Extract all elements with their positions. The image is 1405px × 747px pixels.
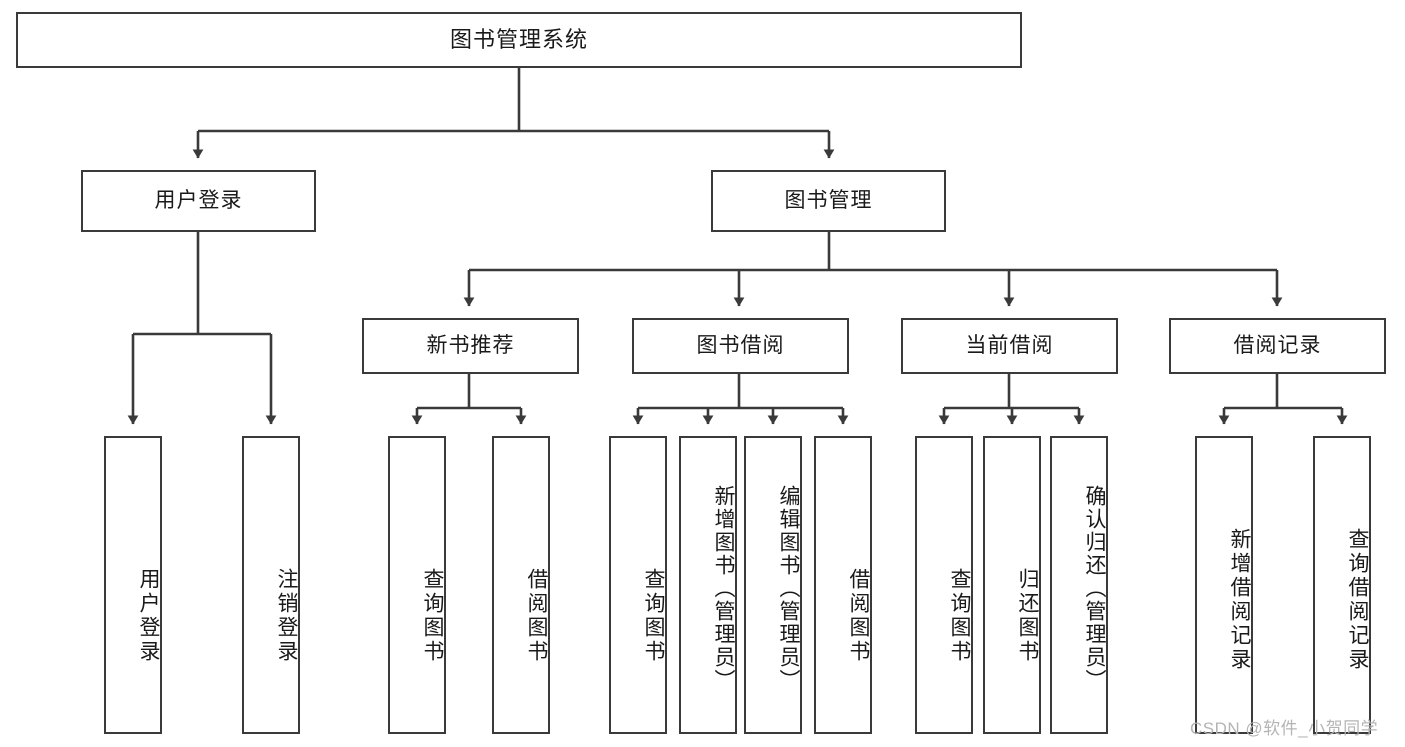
node-label: 图书管理: [784, 189, 873, 213]
node-new-book-recommend[interactable]: 新书推荐: [362, 318, 579, 374]
node-current-borrow[interactable]: 当前借阅: [901, 318, 1118, 374]
node-label: 查询借阅记录: [1346, 528, 1369, 672]
node-label: 借阅图书: [847, 568, 870, 664]
node-label: 注销登录: [275, 568, 298, 664]
node-root-system[interactable]: 图书管理系统: [16, 12, 1022, 68]
leaf-query-borrow-record[interactable]: 查询借阅记录: [1313, 436, 1371, 734]
node-label: 新增图书（管理员）: [712, 484, 735, 692]
leaf-query-book-borrow[interactable]: 查询图书: [609, 436, 667, 734]
node-label: 新书推荐: [426, 334, 515, 358]
leaf-add-book-admin[interactable]: 新增图书（管理员）: [679, 436, 737, 734]
node-label: 用户登录: [137, 568, 160, 664]
node-book-management[interactable]: 图书管理: [711, 170, 946, 232]
leaf-user-logout[interactable]: 注销登录: [242, 436, 300, 734]
node-label: 查询图书: [421, 568, 444, 664]
node-label: 图书借阅: [696, 334, 785, 358]
leaf-query-book-recommend[interactable]: 查询图书: [388, 436, 446, 734]
node-label: 归还图书: [1016, 568, 1039, 664]
node-label: 借阅图书: [525, 568, 548, 664]
node-label: 新增借阅记录: [1228, 528, 1251, 672]
leaf-query-book-current[interactable]: 查询图书: [915, 436, 973, 734]
leaf-return-book[interactable]: 归还图书: [983, 436, 1041, 734]
node-user-login[interactable]: 用户登录: [81, 170, 316, 232]
leaf-add-borrow-record[interactable]: 新增借阅记录: [1195, 436, 1253, 734]
node-label: 查询图书: [948, 568, 971, 664]
node-label: 借阅记录: [1233, 334, 1322, 358]
leaf-user-login[interactable]: 用户登录: [104, 436, 162, 734]
leaf-confirm-return-admin[interactable]: 确认归还（管理员）: [1050, 436, 1108, 734]
node-label: 确认归还（管理员）: [1083, 484, 1106, 692]
node-label: 用户登录: [154, 189, 243, 213]
node-label: 查询图书: [642, 568, 665, 664]
leaf-borrow-book-borrow[interactable]: 借阅图书: [814, 436, 872, 734]
node-label: 图书管理系统: [449, 26, 588, 52]
node-book-borrow[interactable]: 图书借阅: [632, 318, 849, 374]
leaf-borrow-book-recommend[interactable]: 借阅图书: [492, 436, 550, 734]
leaf-edit-book-admin[interactable]: 编辑图书（管理员）: [744, 436, 802, 734]
node-label: 编辑图书（管理员）: [777, 484, 800, 692]
node-borrow-record[interactable]: 借阅记录: [1169, 318, 1386, 374]
node-label: 当前借阅: [965, 334, 1054, 358]
